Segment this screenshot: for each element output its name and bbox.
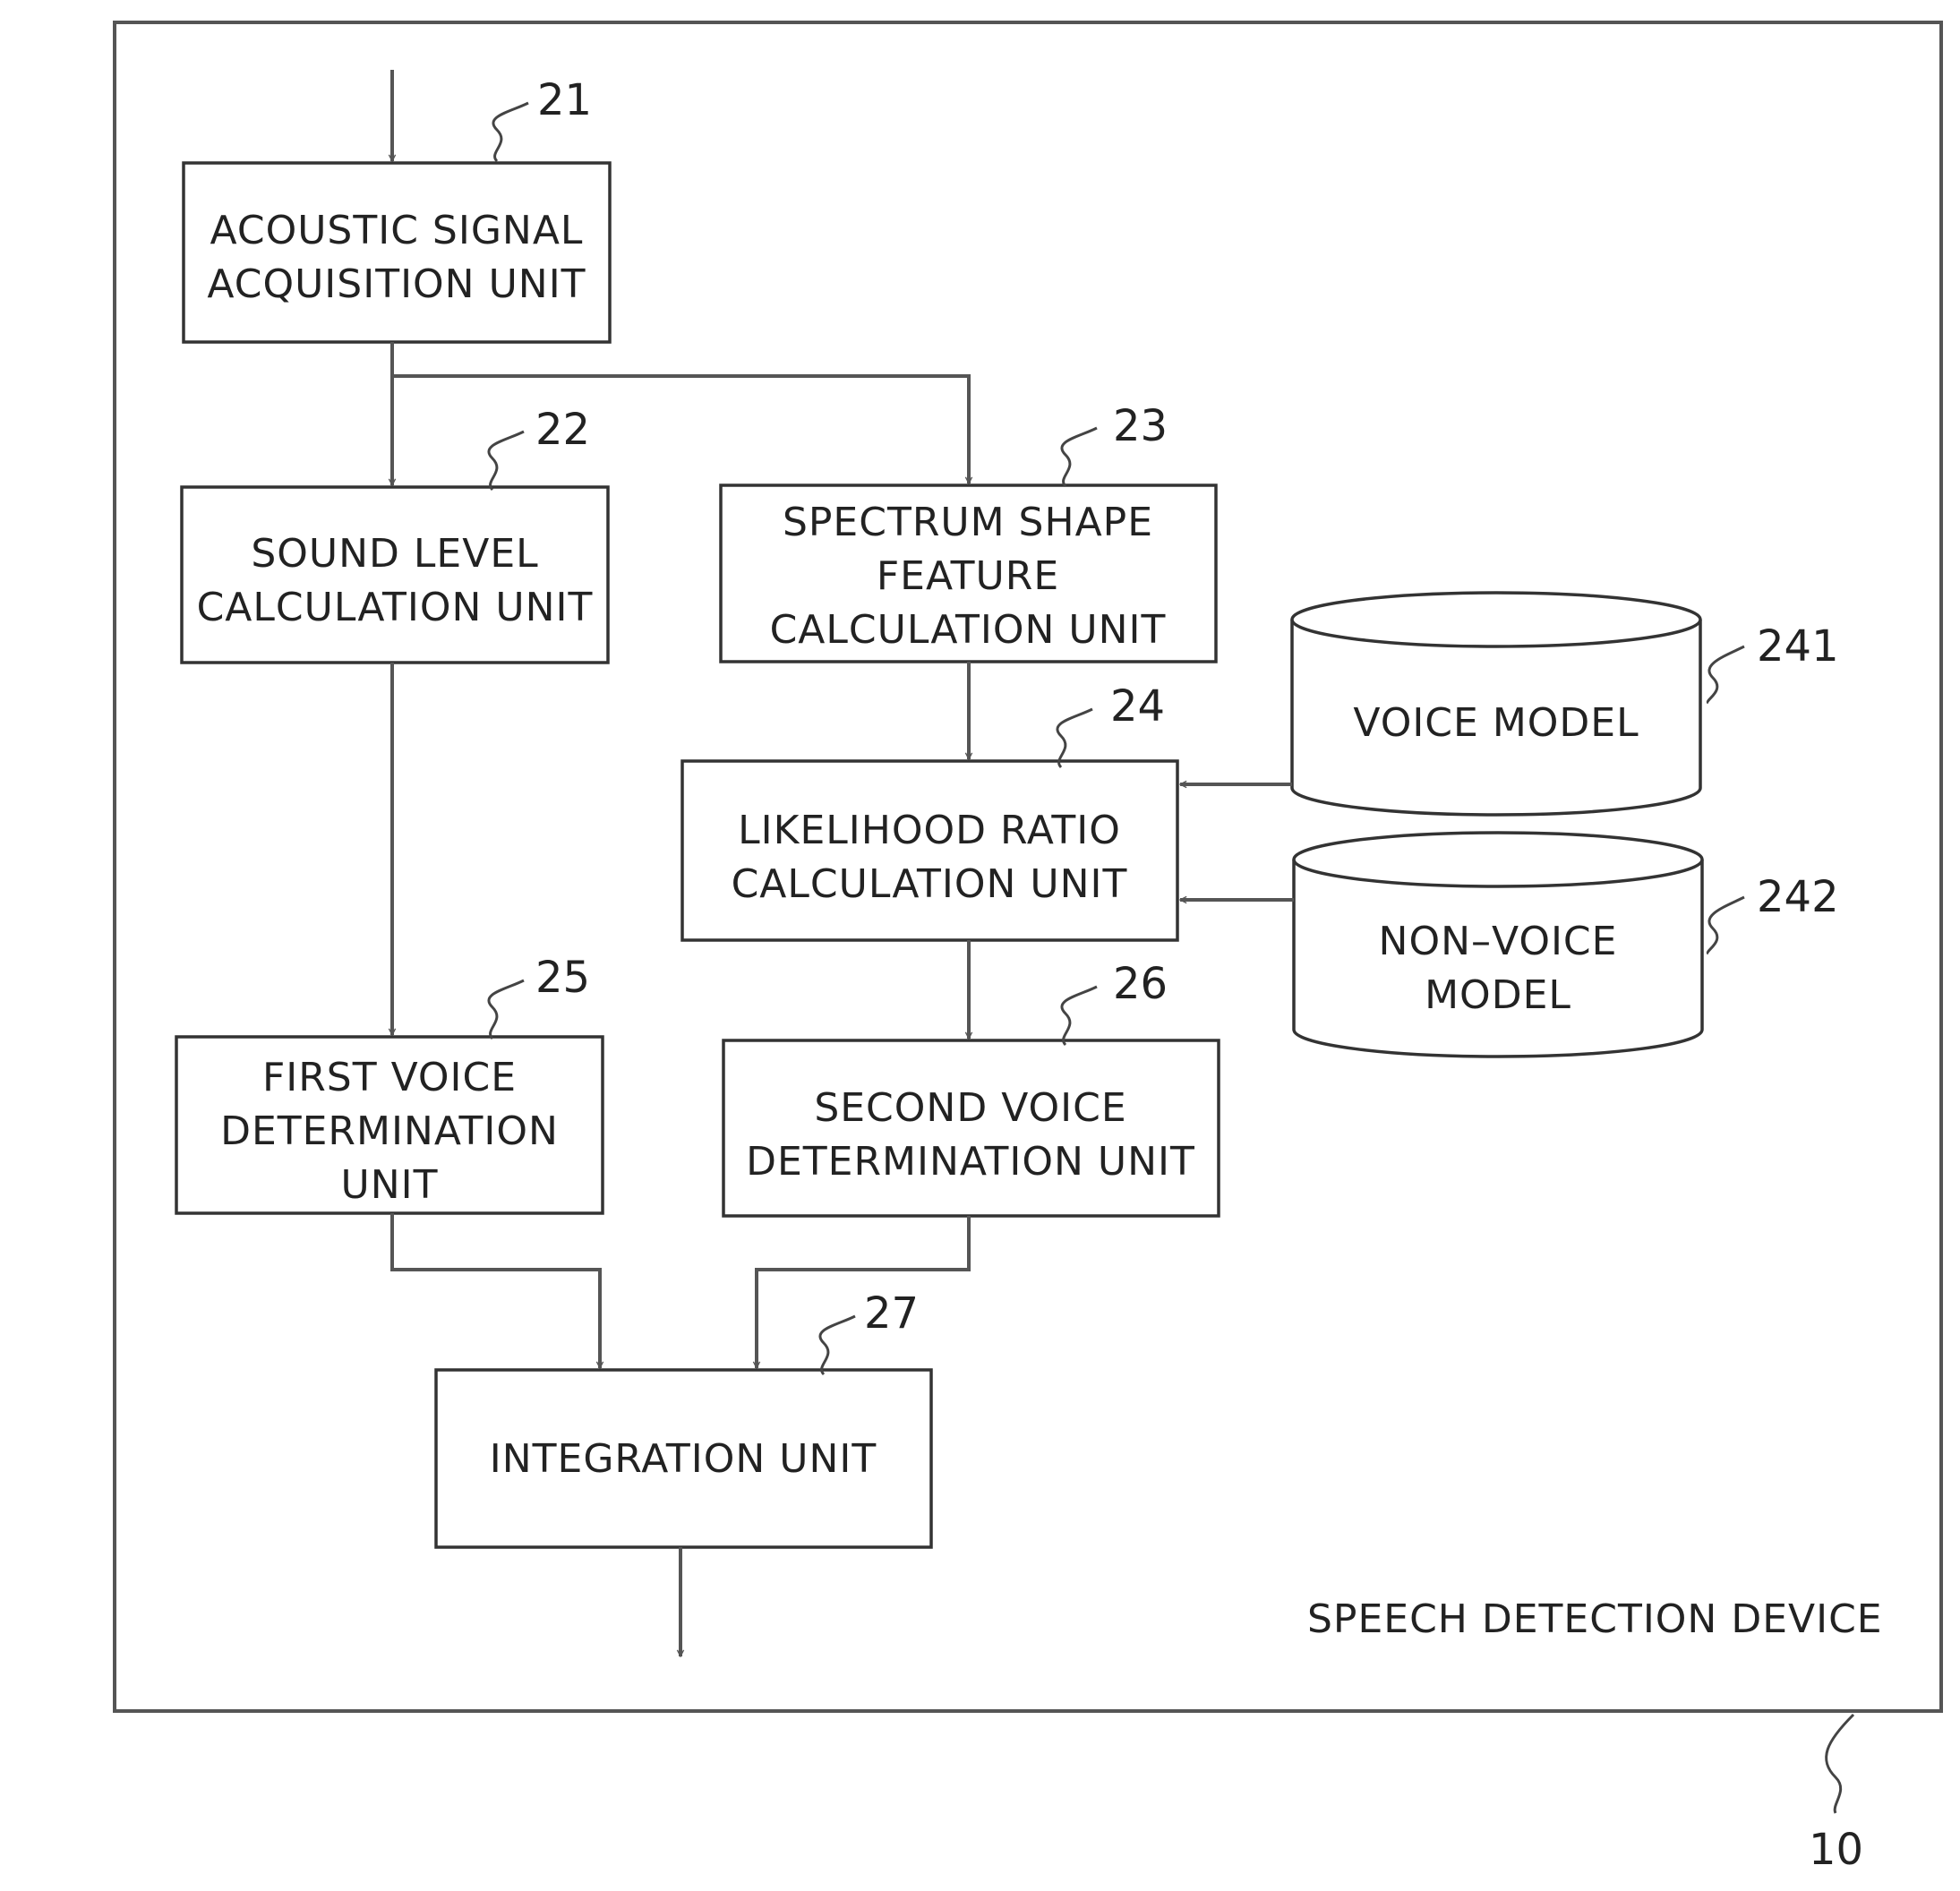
likelihood-label-line-2: CALCULATION UNIT — [732, 861, 1128, 907]
ref-22: 22 — [535, 405, 590, 455]
non-voice-model-database: NON–VOICE MODEL — [1294, 833, 1702, 1057]
first-voice-to-integration-arrow — [392, 1213, 600, 1368]
ref-21-squiggle — [493, 103, 528, 161]
likelihood-label-line-1: LIKELIHOOD RATIO — [738, 808, 1121, 853]
ref-27-squiggle — [820, 1316, 855, 1374]
device-ref: 10 — [1809, 1825, 1863, 1875]
ref-27: 27 — [864, 1288, 919, 1339]
ref-26: 26 — [1113, 959, 1168, 1009]
likelihood-ratio-calculation-unit: LIKELIHOOD RATIO CALCULATION UNIT — [682, 761, 1177, 940]
first-voice-determination-unit: FIRST VOICE DETERMINATION UNIT — [176, 1037, 603, 1213]
first-voice-label-line-1: FIRST VOICE — [262, 1055, 517, 1100]
spectrum-label-line-3: CALCULATION UNIT — [770, 607, 1167, 653]
sound-level-label-line-2: CALCULATION UNIT — [197, 585, 594, 630]
ref-24: 24 — [1110, 681, 1165, 732]
ref-241-squiggle — [1708, 646, 1744, 703]
acoustic-label-line-1: ACOUSTIC SIGNAL — [210, 208, 584, 253]
acoustic-label-line-2: ACQUISITION UNIT — [207, 261, 586, 307]
integration-unit: INTEGRATION UNIT — [436, 1370, 931, 1547]
ref-26-squiggle — [1062, 987, 1097, 1045]
sound-level-label-line-1: SOUND LEVEL — [251, 531, 538, 577]
integration-label: INTEGRATION UNIT — [490, 1436, 877, 1482]
ref-242-squiggle — [1708, 897, 1744, 954]
second-voice-determination-unit: SECOND VOICE DETERMINATION UNIT — [723, 1040, 1219, 1216]
ref-23-squiggle — [1062, 428, 1097, 486]
ref-241: 241 — [1757, 621, 1839, 672]
ref-21: 21 — [537, 75, 592, 125]
first-voice-label-line-2: DETERMINATION — [220, 1108, 559, 1154]
ref-25: 25 — [535, 953, 590, 1003]
ref-23: 23 — [1113, 401, 1168, 451]
non-voice-model-label-line-1: NON–VOICE — [1379, 919, 1618, 964]
second-voice-to-integration-arrow — [757, 1216, 969, 1368]
ref-242: 242 — [1757, 872, 1839, 922]
ref-22-squiggle — [489, 432, 524, 490]
ref-25-squiggle — [489, 980, 524, 1039]
device-caption: SPEECH DETECTION DEVICE — [1307, 1596, 1883, 1642]
spectrum-label-line-2: FEATURE — [877, 553, 1059, 599]
acoustic-signal-acquisition-unit: ACOUSTIC SIGNAL ACQUISITION UNIT — [184, 163, 610, 342]
acoustic-to-spectrum-arrow — [392, 376, 969, 483]
voice-model-database: VOICE MODEL — [1292, 593, 1700, 815]
sound-level-calculation-unit: SOUND LEVEL CALCULATION UNIT — [182, 487, 608, 663]
second-voice-label-line-2: DETERMINATION UNIT — [746, 1139, 1195, 1185]
spectrum-shape-feature-calculation-unit: SPECTRUM SHAPE FEATURE CALCULATION UNIT — [721, 485, 1216, 662]
voice-model-label: VOICE MODEL — [1353, 700, 1639, 746]
ref-24-squiggle — [1057, 709, 1092, 767]
non-voice-model-label-line-2: MODEL — [1425, 972, 1571, 1018]
spectrum-label-line-1: SPECTRUM SHAPE — [783, 500, 1153, 545]
first-voice-label-line-3: UNIT — [341, 1162, 439, 1208]
device-ref-squiggle — [1827, 1715, 1853, 1813]
second-voice-label-line-1: SECOND VOICE — [814, 1085, 1126, 1131]
